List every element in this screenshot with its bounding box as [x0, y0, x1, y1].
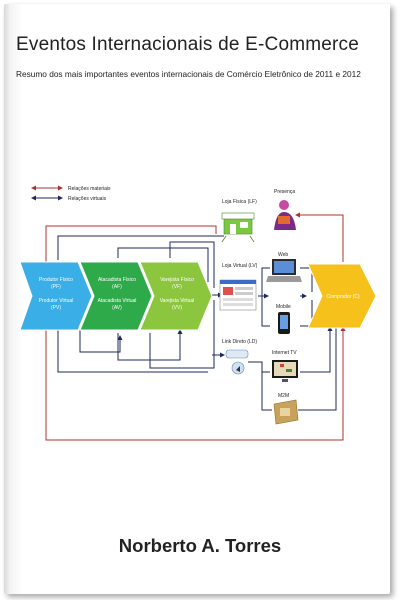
stage-varejista-line2: Varejista Virtual	[160, 298, 195, 304]
phone-icon	[278, 312, 290, 334]
channel-loja-fisica: Loja Física (LF)	[221, 199, 257, 243]
webstore-screen-icon	[219, 279, 257, 311]
loja-fisica-label: Loja Física (LF)	[222, 199, 257, 205]
stage-atacadista-code1: (AF)	[112, 284, 122, 290]
stage-atacadista: Atacadista Físico (AF) Atacadista Virtua…	[79, 261, 153, 331]
tv-icon	[272, 360, 298, 382]
stage-atacadista-line1: Atacadista Físico	[98, 277, 136, 283]
book-author: Norberto A. Torres	[118, 535, 282, 556]
presenca-label: Presença	[274, 189, 295, 195]
web-label: Web	[278, 252, 288, 258]
legend-material-label: Relações materiais	[68, 186, 111, 192]
channel-link-direto: Link Direto (LD)	[222, 339, 257, 375]
loja-virtual-label: Loja Virtual (LV)	[222, 263, 258, 269]
stage-produtor-code1: (PF)	[51, 284, 61, 290]
stage-produtor-line1: Produtor Físico	[39, 277, 73, 283]
stage-varejista-code1: (VF)	[172, 284, 182, 290]
device-web: Web	[266, 252, 302, 282]
m2m-label: M2M	[278, 393, 289, 399]
stage-produtor-line2: Produtor Virtual	[39, 298, 74, 304]
mobile-label: Mobile	[276, 304, 291, 310]
click-here-icon	[225, 349, 249, 375]
stage-atacadista-code2: (AV)	[112, 305, 122, 311]
link-direto-label: Link Direto (LD)	[222, 339, 257, 345]
m2m-machine-icon	[273, 399, 299, 425]
device-mobile: Mobile	[276, 304, 291, 334]
device-m2m: M2M	[273, 393, 299, 425]
device-presenca: Presença	[274, 189, 296, 230]
stage-comprador-label: Comprador (C)	[326, 294, 360, 300]
stage-produtor-code2: (PV)	[51, 305, 61, 311]
stage-varejista-code2: (VV)	[172, 305, 182, 311]
device-internet-tv: Internet TV	[272, 350, 298, 382]
stage-produtor: Produtor Físico (PF) Produtor Virtual (P…	[19, 261, 93, 331]
stage-varejista: Varejista Físico (VF) Varejista Virtual …	[139, 261, 213, 331]
store-icon	[221, 212, 255, 243]
book-title: Eventos Internacionais de E-Commerce	[16, 34, 360, 55]
internet-tv-label: Internet TV	[272, 350, 297, 356]
connection-lines	[45, 212, 346, 441]
channel-loja-virtual: Loja Virtual (LV)	[219, 263, 258, 311]
laptop-icon	[266, 259, 302, 282]
diagram-legend: Relações materiais Relações virtuais	[31, 185, 111, 202]
legend-virtual-label: Relações virtuais	[68, 196, 107, 202]
stage-varejista-line1: Varejista Físico	[160, 277, 194, 283]
person-icon	[274, 200, 296, 230]
stage-comprador: Comprador (C)	[307, 263, 377, 329]
book-subtitle: Resumo dos mais importantes eventos inte…	[16, 69, 361, 79]
stage-atacadista-line2: Atacadista Virtual	[98, 298, 137, 304]
